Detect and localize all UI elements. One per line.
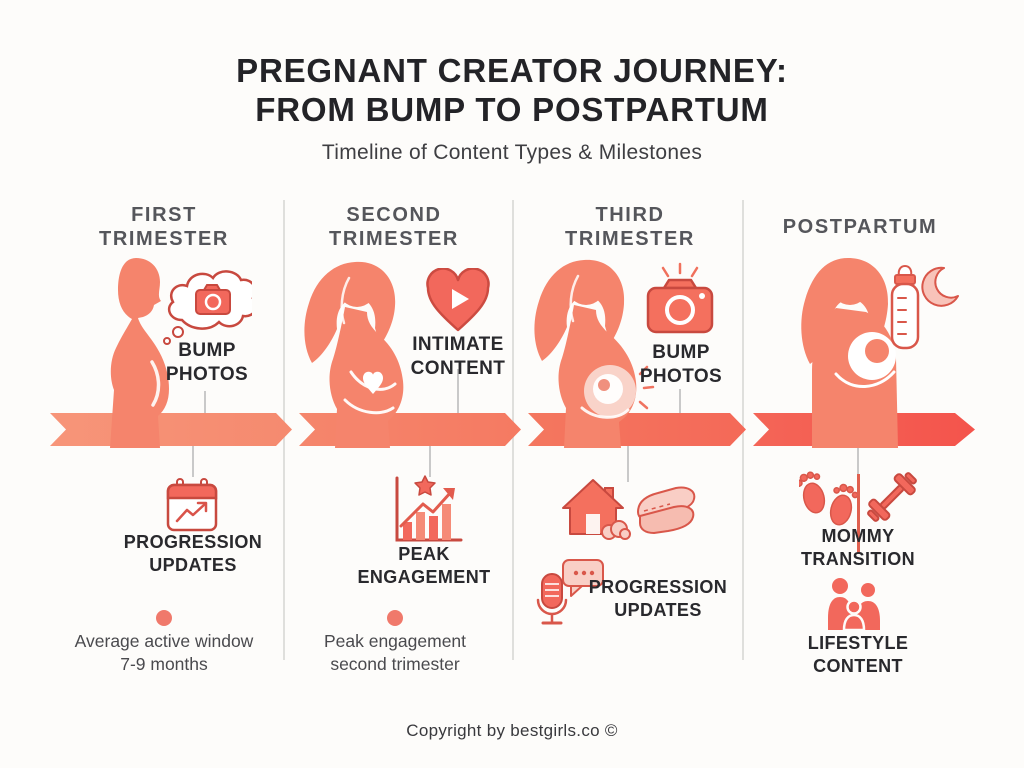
connector-line (457, 369, 459, 413)
label-bump-photos-1: BUMP PHOTOS (165, 340, 249, 386)
page-title-line2: FROM BUMP TO POSTPARTUM (255, 90, 769, 128)
header-first-trimester: FIRST TRIMESTER (99, 204, 229, 251)
family-icon (822, 576, 886, 634)
footprints-icon (799, 466, 857, 528)
connector-line (679, 389, 681, 413)
house-icon (559, 476, 631, 542)
heart-play-icon (422, 268, 494, 334)
pregnant-silhouette-bald-icon (80, 256, 192, 448)
caption-active-window: Average active window 7-9 months (74, 631, 254, 674)
label-lifestyle-content: LIFESTYLE CONTENT (807, 633, 909, 677)
milestone-dot (387, 610, 403, 626)
header-second-trimester: SECOND TRIMESTER (329, 204, 459, 251)
label-peak-engagement: PEAK ENGAGEMENT (357, 544, 491, 588)
calendar-progress-icon (164, 477, 220, 533)
page-title-line1: PREGNANT CREATOR JOURNEY: (236, 52, 788, 89)
connector-line-coral (857, 474, 860, 554)
connector-line (627, 446, 629, 482)
connector-line (192, 446, 194, 477)
camera-flash-icon (638, 262, 722, 340)
label-progression-updates-1: PROGRESSION UPDATES (123, 532, 263, 576)
timeline-band-segment-3 (528, 413, 746, 446)
microphone-chat-icon (535, 558, 611, 632)
label-mommy-transition: MOMMY TRANSITION (801, 526, 915, 570)
connector-line (857, 446, 859, 474)
moon-icon (918, 266, 960, 310)
growth-chart-star-icon (387, 474, 465, 546)
page-title: PREGNANT CREATOR JOURNEY: FROM BUMP TO P… (0, 52, 1024, 130)
blanket-icon (630, 484, 700, 536)
label-bump-photos-3: BUMP PHOTOS (639, 342, 723, 388)
header-third-trimester: THIRD TRIMESTER (565, 204, 695, 251)
caption-peak-engagement: Peak engagement second trimester (323, 631, 467, 674)
milestone-dot (156, 610, 172, 626)
pregnant-silhouette-glowing-belly-icon (524, 258, 656, 448)
thought-bubble-camera-icon (160, 262, 252, 346)
header-postpartum: POSTPARTUM (782, 216, 938, 238)
mother-baby-silhouette-icon (786, 256, 908, 448)
timeline-band-segment-1 (50, 413, 292, 446)
page-subtitle: Timeline of Content Types & Milestones (321, 141, 703, 164)
pregnant-silhouette-heart-belly-icon (293, 260, 421, 448)
connector-line (204, 391, 206, 413)
baby-bottle-icon (886, 264, 924, 352)
label-progression-updates-3: PROGRESSION UPDATES (588, 577, 728, 621)
connector-line (429, 446, 431, 477)
dumbbell-icon (862, 468, 922, 526)
copyright-text: Copyright by bestgirls.co © (406, 721, 618, 740)
label-intimate-content: INTIMATE CONTENT (410, 334, 506, 380)
